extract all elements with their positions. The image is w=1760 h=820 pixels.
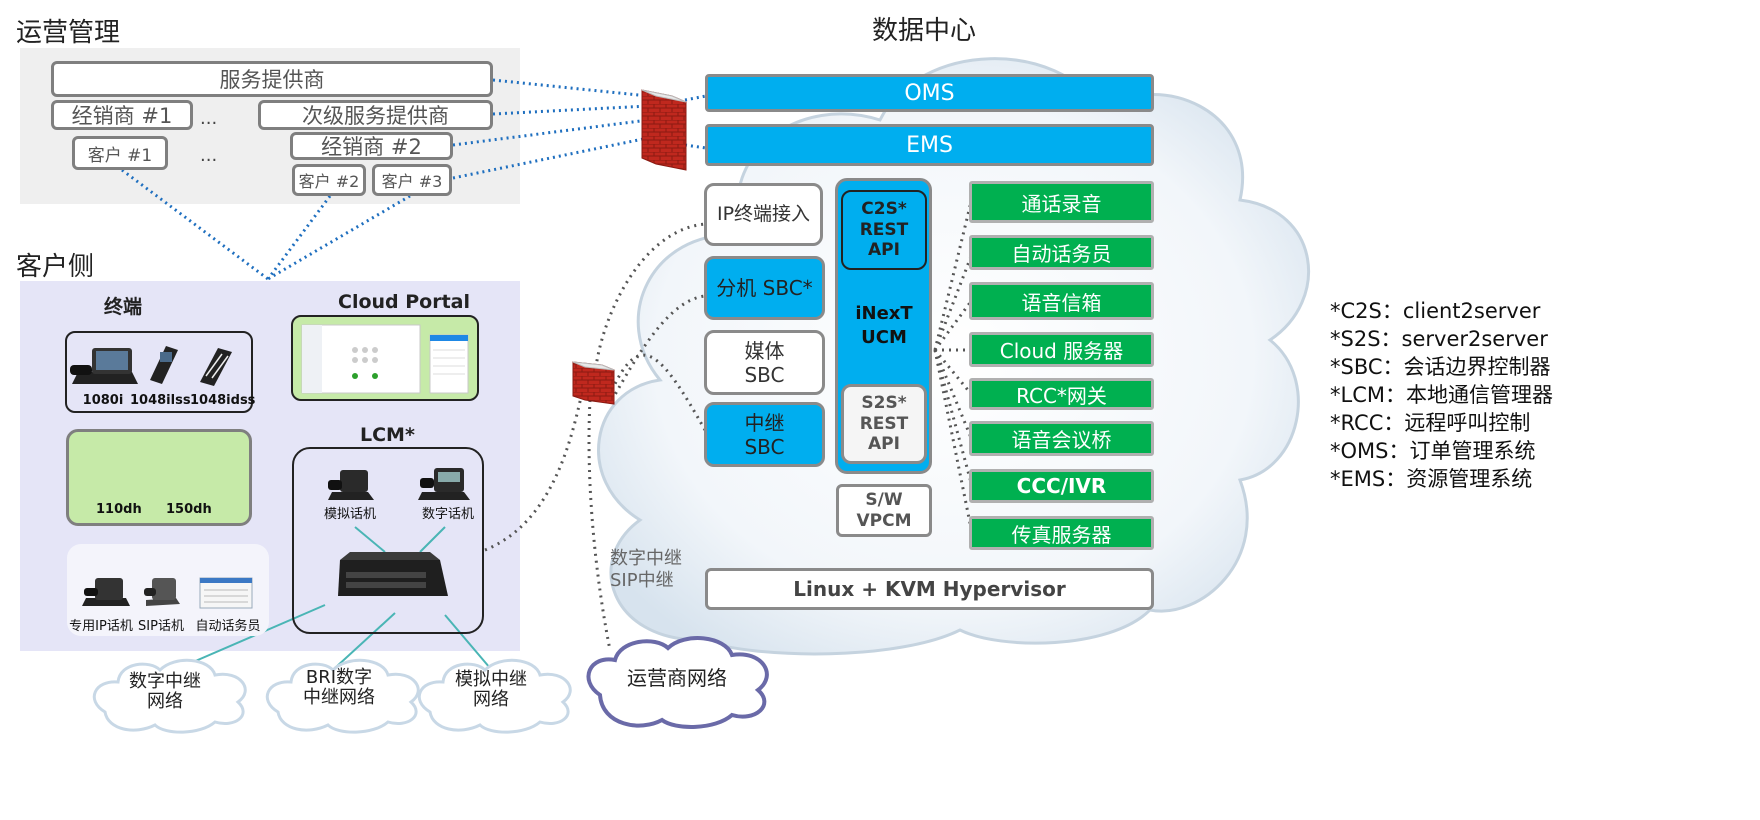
ip-access-box: IP终端接入 (704, 183, 823, 246)
trunk-type-label: 数字中继 SIP中继 (610, 548, 682, 591)
device-label-1080i: 1080i (82, 393, 124, 408)
hypervisor-bar: Linux + KVM Hypervisor (705, 568, 1154, 610)
device-label-110dh: 110dh (96, 502, 142, 517)
service-recording: 通话录音 (969, 181, 1154, 223)
desk-phones-group (65, 331, 253, 413)
device-label-1048idss: 1048idss (190, 393, 256, 408)
desk-phone-1080i-icon (70, 348, 138, 384)
device-label-auto-attendant: 自动话务员 (195, 619, 261, 634)
digital-trunk-network-label: 数字中继 网络 (129, 671, 201, 712)
service-provider-box: 服务提供商 (51, 61, 493, 97)
digital-trunk-cloud (92, 658, 247, 734)
service-fax-server: 传真服务器 (969, 516, 1154, 550)
lcm-digital-phone-label: 数字话机 (421, 507, 474, 522)
legend-lcm: *LCM：本地通信管理器 (1330, 383, 1553, 407)
service-auto-attendant: 自动话务员 (969, 235, 1154, 270)
legend-rcc: *RCC：远程呼叫控制 (1330, 411, 1531, 435)
ops-mgmt-title: 运营管理 (16, 18, 121, 48)
ext-sbc-box: 分机 SBC* (704, 256, 825, 320)
carrier-network-label: 运营商网络 (627, 666, 727, 690)
dealer1-box: 经销商 #1 (51, 100, 193, 130)
lcm-phone-links (354, 526, 446, 553)
ucm-label: iNexT UCM (855, 303, 913, 348)
device-label-ip-phone: 专用IP话机 (69, 619, 133, 634)
c2s-api-box: C2S* REST API (841, 190, 927, 270)
service-ccc-ivr: CCC/IVR (969, 469, 1154, 503)
ems-bar: EMS (705, 124, 1154, 166)
terminals-title: 终端 (104, 296, 143, 318)
legend-s2s: *S2S：server2server (1330, 327, 1548, 351)
lcm-title: LCM* (360, 424, 415, 446)
device-label-150dh: 150dh (166, 502, 212, 517)
service-voicemail: 语音信箱 (969, 282, 1154, 320)
bri-trunk-network-label: BRI数字 中继网络 (303, 667, 375, 708)
datacenter-title: 数据中心 (872, 16, 977, 46)
legend-sbc: *SBC：会话边界控制器 (1330, 355, 1551, 379)
lcm-analog-phone-label: 模拟话机 (323, 507, 376, 522)
device-label-sip-phone: SIP话机 (138, 619, 184, 634)
digital-phone-icon (418, 468, 470, 500)
firewall-bottom (572, 361, 615, 405)
analog-phone-icon (328, 470, 374, 500)
dect-phones-group (66, 429, 252, 526)
dots-1: ... (200, 108, 218, 129)
firewall-top (641, 89, 687, 171)
cloud-portal-title: Cloud Portal (338, 291, 471, 313)
trunk-sbc-box: 中继 SBC (704, 402, 825, 467)
cloud-portal-box (291, 315, 479, 401)
lcm-box (292, 447, 484, 634)
analog-trunk-network-label: 模拟中继 网络 (455, 669, 527, 710)
customer2-box: 客户 #2 (292, 164, 366, 196)
customer3-box: 客户 #3 (372, 164, 452, 196)
desk-phone-1048ilss-icon (150, 346, 178, 384)
vpcm-box: S/W VPCM (836, 484, 932, 537)
desk-phone-1048idss-icon (200, 348, 232, 386)
legend-ems: *EMS：资源管理系统 (1330, 467, 1533, 491)
sub-provider-box: 次级服务提供商 (258, 100, 493, 130)
lcm-appliance-icon (338, 552, 448, 596)
ops-links (121, 78, 707, 281)
s2s-api-box: S2S* REST API (841, 384, 927, 464)
sbc-links (484, 197, 974, 651)
legend-oms: *OMS：订单管理系统 (1330, 439, 1536, 463)
dealer2-box: 经销商 #2 (290, 132, 453, 160)
device-label-1048ilss: 1048ilss (130, 393, 191, 408)
carrier-network-cloud (586, 636, 769, 729)
oms-bar: OMS (705, 74, 1154, 112)
service-rcc-gateway: RCC*网关 (969, 378, 1154, 410)
service-cloud-server: Cloud 服务器 (969, 332, 1154, 367)
media-sbc-box: 媒体 SBC (704, 330, 825, 395)
legend-c2s: *C2S：client2server (1330, 299, 1541, 323)
dots-2: ... (200, 145, 218, 166)
customer-side-title: 客户侧 (16, 252, 95, 282)
bri-trunk-cloud (265, 658, 420, 734)
service-conference-bridge: 语音会议桥 (969, 421, 1154, 456)
customer1-box: 客户 #1 (72, 136, 168, 170)
analog-trunk-cloud (417, 658, 572, 734)
